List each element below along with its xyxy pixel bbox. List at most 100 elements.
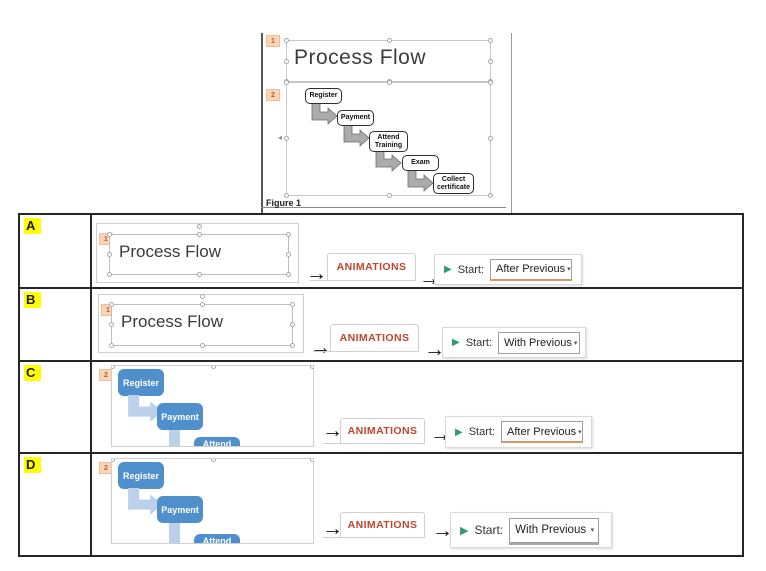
selection-handle[interactable] (387, 38, 392, 43)
slide-title-text: Process Flow (294, 46, 427, 69)
elbow-arrow-icon (407, 170, 434, 192)
tab-tail (313, 351, 331, 352)
animation-order-badge: 2 (99, 369, 113, 381)
figure-left-border (261, 33, 263, 216)
selection-handle[interactable] (488, 59, 493, 64)
play-icon: ▶ (460, 524, 469, 537)
option-row-d: D 2 Register Payment Attend → ANIMATIONS… (20, 452, 742, 555)
selection-handle (109, 322, 114, 327)
start-label: Start: (468, 426, 495, 438)
start-dropdown-value: With Previous (504, 336, 572, 349)
option-cell-b[interactable]: B (20, 289, 92, 360)
animations-tab-label: ANIMATIONS (347, 519, 418, 531)
flow-node-payment: Payment (337, 110, 374, 126)
arrow-right-icon: → (432, 519, 453, 542)
animations-tab[interactable]: ANIMATIONS (323, 418, 425, 444)
start-dropdown-value: After Previous (507, 425, 577, 438)
animations-tab[interactable]: ANIMATIONS (313, 324, 419, 352)
tab-tail (323, 537, 341, 538)
selection-handle[interactable] (284, 80, 289, 85)
tab-tail (323, 443, 341, 444)
start-dropdown-value: With Previous (515, 524, 587, 536)
chevron-down-icon[interactable]: ▾ (567, 266, 571, 273)
start-dropdown[interactable]: With Previous ▾ (498, 331, 580, 354)
arrow-right-icon: → (306, 262, 327, 285)
selection-handle (290, 302, 295, 307)
figure-caption: Figure 1 (266, 198, 302, 208)
option-letter[interactable]: D (24, 457, 42, 473)
selection-handle[interactable] (488, 193, 493, 198)
figure-bottom-border (261, 207, 506, 208)
animation-order-badge-2: 2 (266, 89, 280, 101)
flow-node-register: Register (118, 369, 164, 396)
selection-handle[interactable] (284, 136, 289, 141)
start-label: Start: (465, 336, 492, 349)
selection-handle[interactable] (284, 38, 289, 43)
title-slide-thumbnail: 1 Process Flow (96, 223, 299, 283)
selection-handle (211, 366, 216, 369)
selection-handle[interactable] (387, 80, 392, 85)
animations-tab[interactable]: ANIMATIONS (323, 512, 425, 538)
start-dropdown[interactable]: With Previous ▾ (509, 517, 600, 543)
start-dropdown[interactable]: After Previous ▾ (490, 258, 572, 281)
animations-tab[interactable]: ANIMATIONS (310, 253, 416, 281)
animations-tab-label: ANIMATIONS (347, 425, 418, 437)
flow-node-register: Register (118, 462, 164, 489)
animations-tab-label: ANIMATIONS (336, 261, 407, 273)
start-label: Start: (457, 263, 484, 276)
selection-handle[interactable] (488, 136, 493, 141)
smartart-thumbnail: Register Payment Attend (111, 365, 314, 447)
start-setting-group: ▶ Start: After Previous ▾ (445, 416, 592, 448)
selection-handle (286, 232, 291, 237)
play-icon: ▶ (452, 337, 460, 348)
selection-handle (211, 459, 216, 462)
animations-tab-label: ANIMATIONS (339, 332, 410, 344)
arrow-right-icon: → (322, 419, 343, 442)
chevron-down-icon[interactable]: ▾ (578, 428, 582, 436)
option-cell-a[interactable]: A (20, 215, 92, 287)
chevron-down-icon[interactable]: ▾ (590, 527, 595, 534)
selection-handle (197, 232, 202, 237)
flow-node-attend: Attend (194, 534, 240, 543)
start-setting-group: ▶ Start: After Previous ▾ (434, 254, 582, 285)
smartart-thumbnail: Register Payment Attend (111, 458, 314, 544)
selection-handle[interactable] (488, 80, 493, 85)
selection-handle (290, 322, 295, 327)
selection-handle (310, 366, 313, 369)
selection-handle (200, 302, 205, 307)
flow-node-collect-certificate: Collect certificate (433, 173, 474, 194)
connector-stem (169, 523, 180, 543)
flow-node-attend: Attend (194, 437, 240, 446)
title-slide-thumbnail: 1 Process Flow (98, 294, 304, 353)
option-letter[interactable]: A (24, 218, 42, 234)
play-icon: ▶ (444, 264, 452, 275)
arrow-right-icon: → (310, 336, 331, 359)
elbow-arrow-icon (375, 150, 402, 172)
option-letter[interactable]: B (24, 292, 42, 308)
option-cell-c[interactable]: C (20, 362, 92, 452)
selection-handle (109, 302, 114, 307)
selection-handle[interactable] (284, 59, 289, 64)
title-selection-rect (107, 224, 291, 277)
start-dropdown[interactable]: After Previous ▾ (501, 421, 583, 443)
option-letter[interactable]: C (24, 365, 42, 381)
chevron-down-icon[interactable]: ▾ (573, 339, 578, 347)
option-cell-d[interactable]: D (20, 454, 92, 555)
selection-handle[interactable] (387, 193, 392, 198)
option-row-c: C 2 Register Payment Attend → ANIMATIONS… (20, 360, 742, 452)
rotate-handle (197, 224, 202, 229)
play-icon: ▶ (455, 426, 463, 438)
flow-node-exam: Exam (402, 155, 439, 171)
option-row-b: B 1 Process Flow → ANIMAT (20, 287, 742, 360)
arrow-right-icon: → (424, 338, 445, 361)
smartart-pane-toggle-icon[interactable]: ◂ (278, 133, 283, 142)
selection-handle (107, 252, 112, 257)
selection-handle[interactable] (488, 38, 493, 43)
start-setting-group: ▶ Start: With Previous ▾ (450, 512, 612, 548)
selection-handle[interactable] (284, 193, 289, 198)
arrow-right-icon: → (322, 517, 343, 540)
selection-handle (310, 459, 313, 462)
rotate-handle (200, 294, 205, 299)
start-dropdown-value: After Previous (496, 263, 566, 275)
thumbnail-title-text: Process Flow (119, 242, 222, 261)
